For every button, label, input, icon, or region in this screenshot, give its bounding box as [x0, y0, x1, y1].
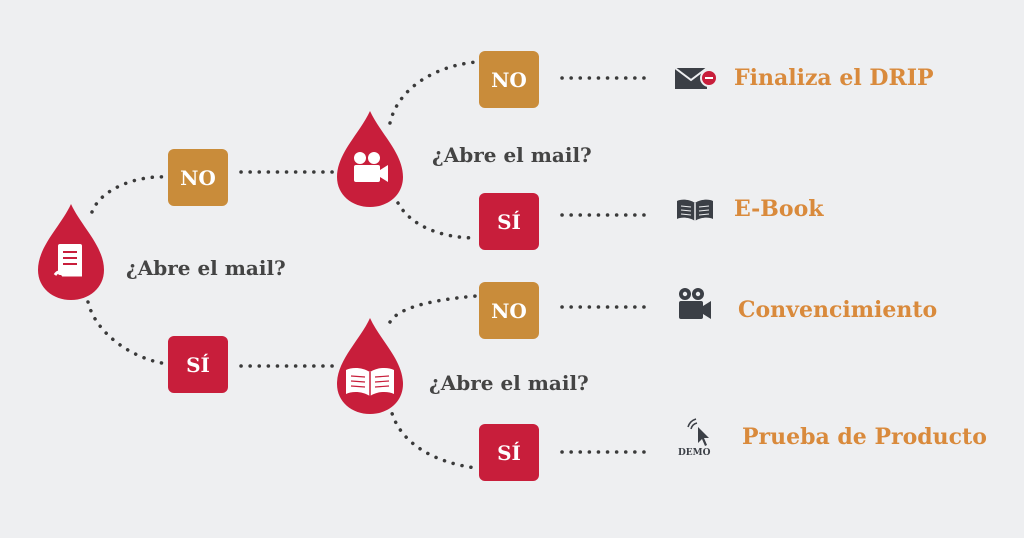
- connector-lower-no: [388, 294, 478, 324]
- no-label: NO: [491, 298, 527, 323]
- book-icon: [677, 199, 713, 221]
- root-si-box: SÍ: [168, 336, 228, 393]
- connector-root-no: [90, 175, 170, 214]
- outcome-convencimiento: Convencimiento: [738, 297, 938, 323]
- open-book-icon: [346, 367, 394, 396]
- no-label: NO: [180, 165, 216, 190]
- demo-cursor-icon: DEMO: [678, 418, 711, 458]
- outcome-prueba: Prueba de Producto: [742, 424, 987, 450]
- upper-question: ¿Abre el mail?: [432, 143, 592, 167]
- upper-si-box: SÍ: [479, 193, 539, 250]
- mail-remove-icon: [674, 67, 718, 89]
- upper-drop: [337, 111, 403, 207]
- lower-no-box: NO: [479, 282, 539, 339]
- upper-no-box: NO: [479, 51, 539, 108]
- video-camera-outcome-icon: [679, 288, 711, 319]
- outcome-finaliza: Finaliza el DRIP: [734, 65, 934, 91]
- si-label: SÍ: [497, 209, 521, 234]
- si-label: SÍ: [186, 352, 210, 377]
- lower-drop: [337, 318, 403, 414]
- lower-question: ¿Abre el mail?: [429, 371, 589, 395]
- no-label: NO: [491, 67, 527, 92]
- si-label: SÍ: [497, 440, 521, 465]
- connector-root-si: [86, 300, 170, 366]
- demo-icon-label: DEMO: [678, 448, 711, 458]
- root-no-box: NO: [168, 149, 228, 206]
- root-drop: [38, 204, 104, 300]
- connector-lower-si: [388, 403, 478, 470]
- video-camera-icon: [354, 152, 388, 182]
- document-icon: [53, 244, 82, 277]
- connector-upper-si: [396, 201, 478, 240]
- outcome-ebook: E-Book: [734, 196, 824, 222]
- connector-upper-no: [388, 60, 478, 125]
- lower-si-box: SÍ: [479, 424, 539, 481]
- root-question: ¿Abre el mail?: [126, 256, 286, 280]
